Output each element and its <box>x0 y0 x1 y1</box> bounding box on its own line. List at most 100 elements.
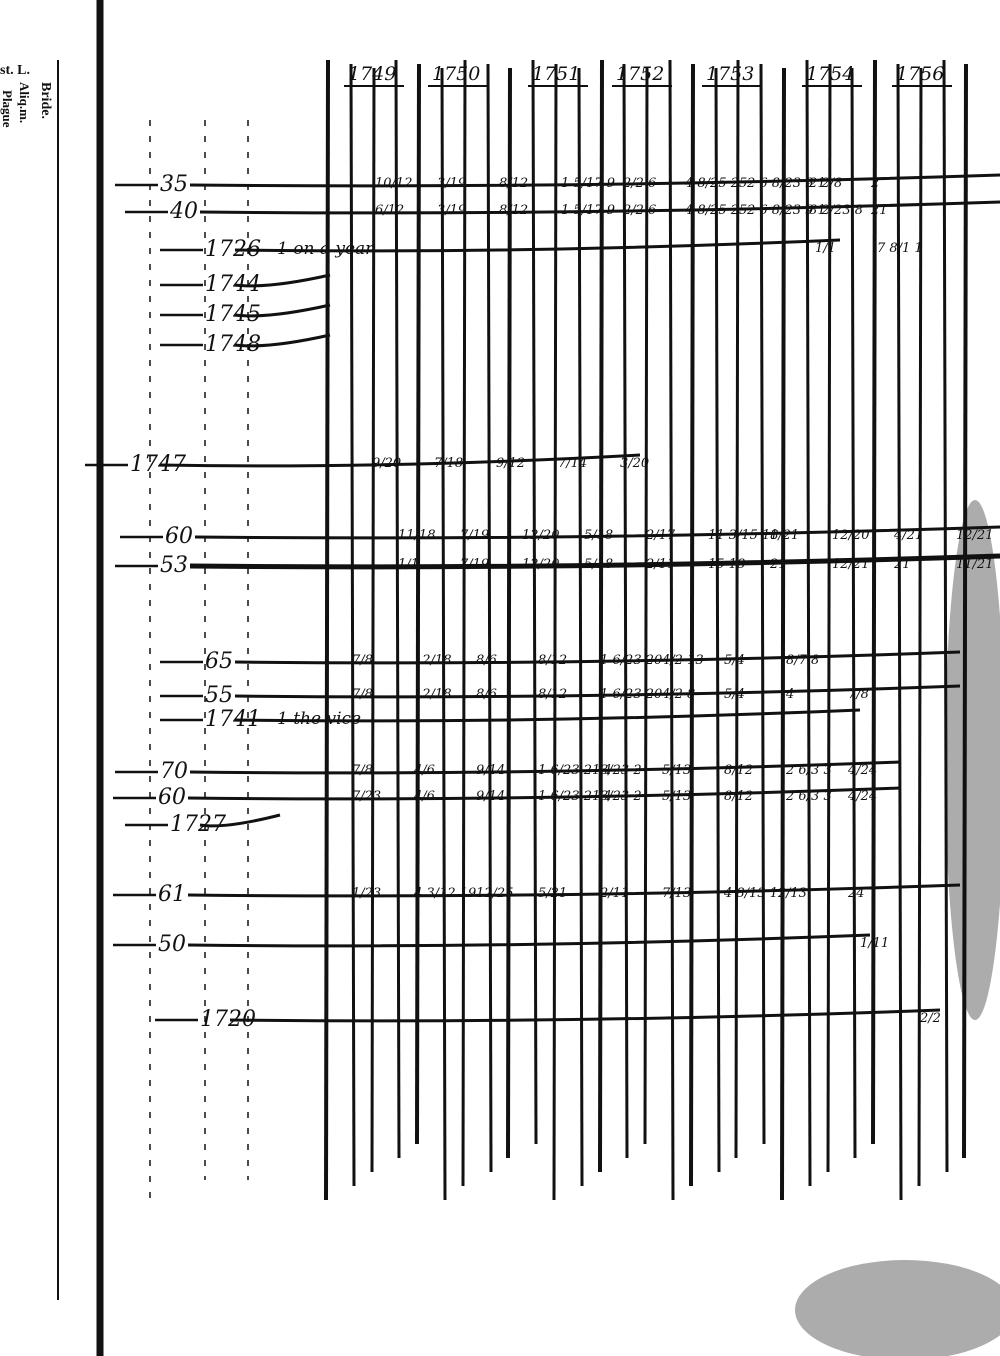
column-rule <box>871 59 877 1145</box>
tally-entry: 7/8 <box>352 763 373 778</box>
tally-entry: 4/2 13 <box>661 653 704 668</box>
row-stroke <box>189 760 901 775</box>
ledger-row: 1727 <box>125 812 281 837</box>
column-rule <box>461 59 467 1187</box>
tally-entry: 21 <box>893 557 911 572</box>
tally-entry: 5/21 <box>538 886 567 901</box>
tally-entry: 1/23 <box>352 886 381 901</box>
column-rule <box>643 67 649 1145</box>
tally-entry: 7/19 <box>460 528 489 543</box>
tally-entry: 2 6 8/23 9 1 <box>746 203 826 218</box>
ink-smudge <box>795 500 1000 1356</box>
row-label: 60 <box>165 524 193 549</box>
row-label: 1745 <box>205 302 261 327</box>
tally-entry: 5/4 <box>724 687 745 702</box>
tally-entry: 11/21 <box>956 557 993 572</box>
tally-entry: 8/12 <box>724 789 753 804</box>
column-rule <box>531 59 538 1145</box>
tally-entry: 9/14 <box>476 789 505 804</box>
row-label: 53 <box>160 553 188 578</box>
tally-entry: 3/19 <box>437 176 466 191</box>
row-stroke <box>187 883 961 898</box>
column-rule <box>577 67 584 1187</box>
ink-smudge-mark <box>795 1260 1000 1356</box>
row-label: 1744 <box>205 272 261 297</box>
tally-entry: 1/11 <box>860 936 889 951</box>
row-stroke <box>187 933 871 948</box>
row-stroke <box>234 708 861 723</box>
tally-entry: 2/11 <box>599 886 629 901</box>
row-stroke <box>189 553 1000 570</box>
tally-entry: 24 <box>847 886 865 901</box>
tally-entry: 11/18 <box>398 528 435 543</box>
year-header: 1749 <box>348 63 396 85</box>
column-rule <box>370 67 376 1173</box>
tally-entry: 2 6/3 3 <box>785 763 832 778</box>
grid-column-rules <box>324 59 968 1201</box>
tally-entry: 5/13 <box>662 789 691 804</box>
tally-entry: 8 2/23 8 <box>809 203 863 218</box>
tally-entry: 5/18 <box>584 528 613 543</box>
left-margin-headers: st. L. Bride. Aliq.m. Plague <box>0 63 53 128</box>
tally-entry: 1 5/17 9 <box>561 176 615 191</box>
tally-entry: 4/6 <box>413 789 435 804</box>
row-label: 55 <box>205 683 233 708</box>
tally-entry: 12/18 <box>414 687 451 702</box>
row-annotation: 1 on a year <box>277 239 374 259</box>
row-stroke <box>234 273 331 288</box>
tally-entry: 2/2 6 <box>622 203 656 218</box>
column-rule <box>780 67 786 1201</box>
column-rule <box>714 67 721 1173</box>
row-label: 40 <box>169 199 198 224</box>
column-rule <box>942 59 949 1173</box>
tally-entry: 8/12 <box>499 176 528 191</box>
tally-entry: 2/2 <box>919 1011 941 1026</box>
tally-entry: 4 <box>785 687 794 702</box>
column-rule <box>962 63 968 1159</box>
column-rule <box>506 67 512 1159</box>
ink-smudge-mark <box>945 500 1000 1020</box>
row-stroke <box>234 684 961 699</box>
tally-entry: 12/18 <box>414 653 451 668</box>
tally-entry: 7/8 <box>352 687 373 702</box>
row-stroke <box>187 786 901 801</box>
row-annotation: 1 the vice <box>277 709 361 729</box>
tally-entry: 5/13 <box>662 763 691 778</box>
column-rule <box>394 59 401 1159</box>
row-stroke <box>234 303 331 318</box>
tally-entry: 3/19 <box>437 203 466 218</box>
tally-entry: 8/6 <box>476 653 497 668</box>
tally-entry: 12/20 <box>832 528 869 543</box>
row-label: 50 <box>158 932 186 957</box>
ledger-row: 1748 <box>160 332 331 357</box>
tally-entry: 9/12 <box>496 456 525 471</box>
year-header: 1753 <box>706 63 754 85</box>
tally-entry: 1/1 <box>398 557 419 572</box>
tally-entry: 3/20 <box>620 456 649 471</box>
row-label: 35 <box>160 172 188 197</box>
tally-entry: 4 3/12 19 <box>413 886 476 901</box>
year-header: 1750 <box>432 63 480 85</box>
row-label: 60 <box>158 785 186 810</box>
tally-entry: 8/12 <box>538 653 567 668</box>
row-stroke <box>234 238 841 253</box>
tally-entry: 1/21 <box>770 528 799 543</box>
tally-entry: 12/21 <box>956 528 993 543</box>
tally-entry: 4/24 <box>847 789 877 804</box>
tally-entry: /13 <box>784 886 807 901</box>
row-stroke <box>199 200 1000 215</box>
year-header: 1752 <box>616 63 664 85</box>
margin-header-bride: Bride. <box>38 82 53 119</box>
tally-entry: 3/23 2 <box>600 789 642 804</box>
